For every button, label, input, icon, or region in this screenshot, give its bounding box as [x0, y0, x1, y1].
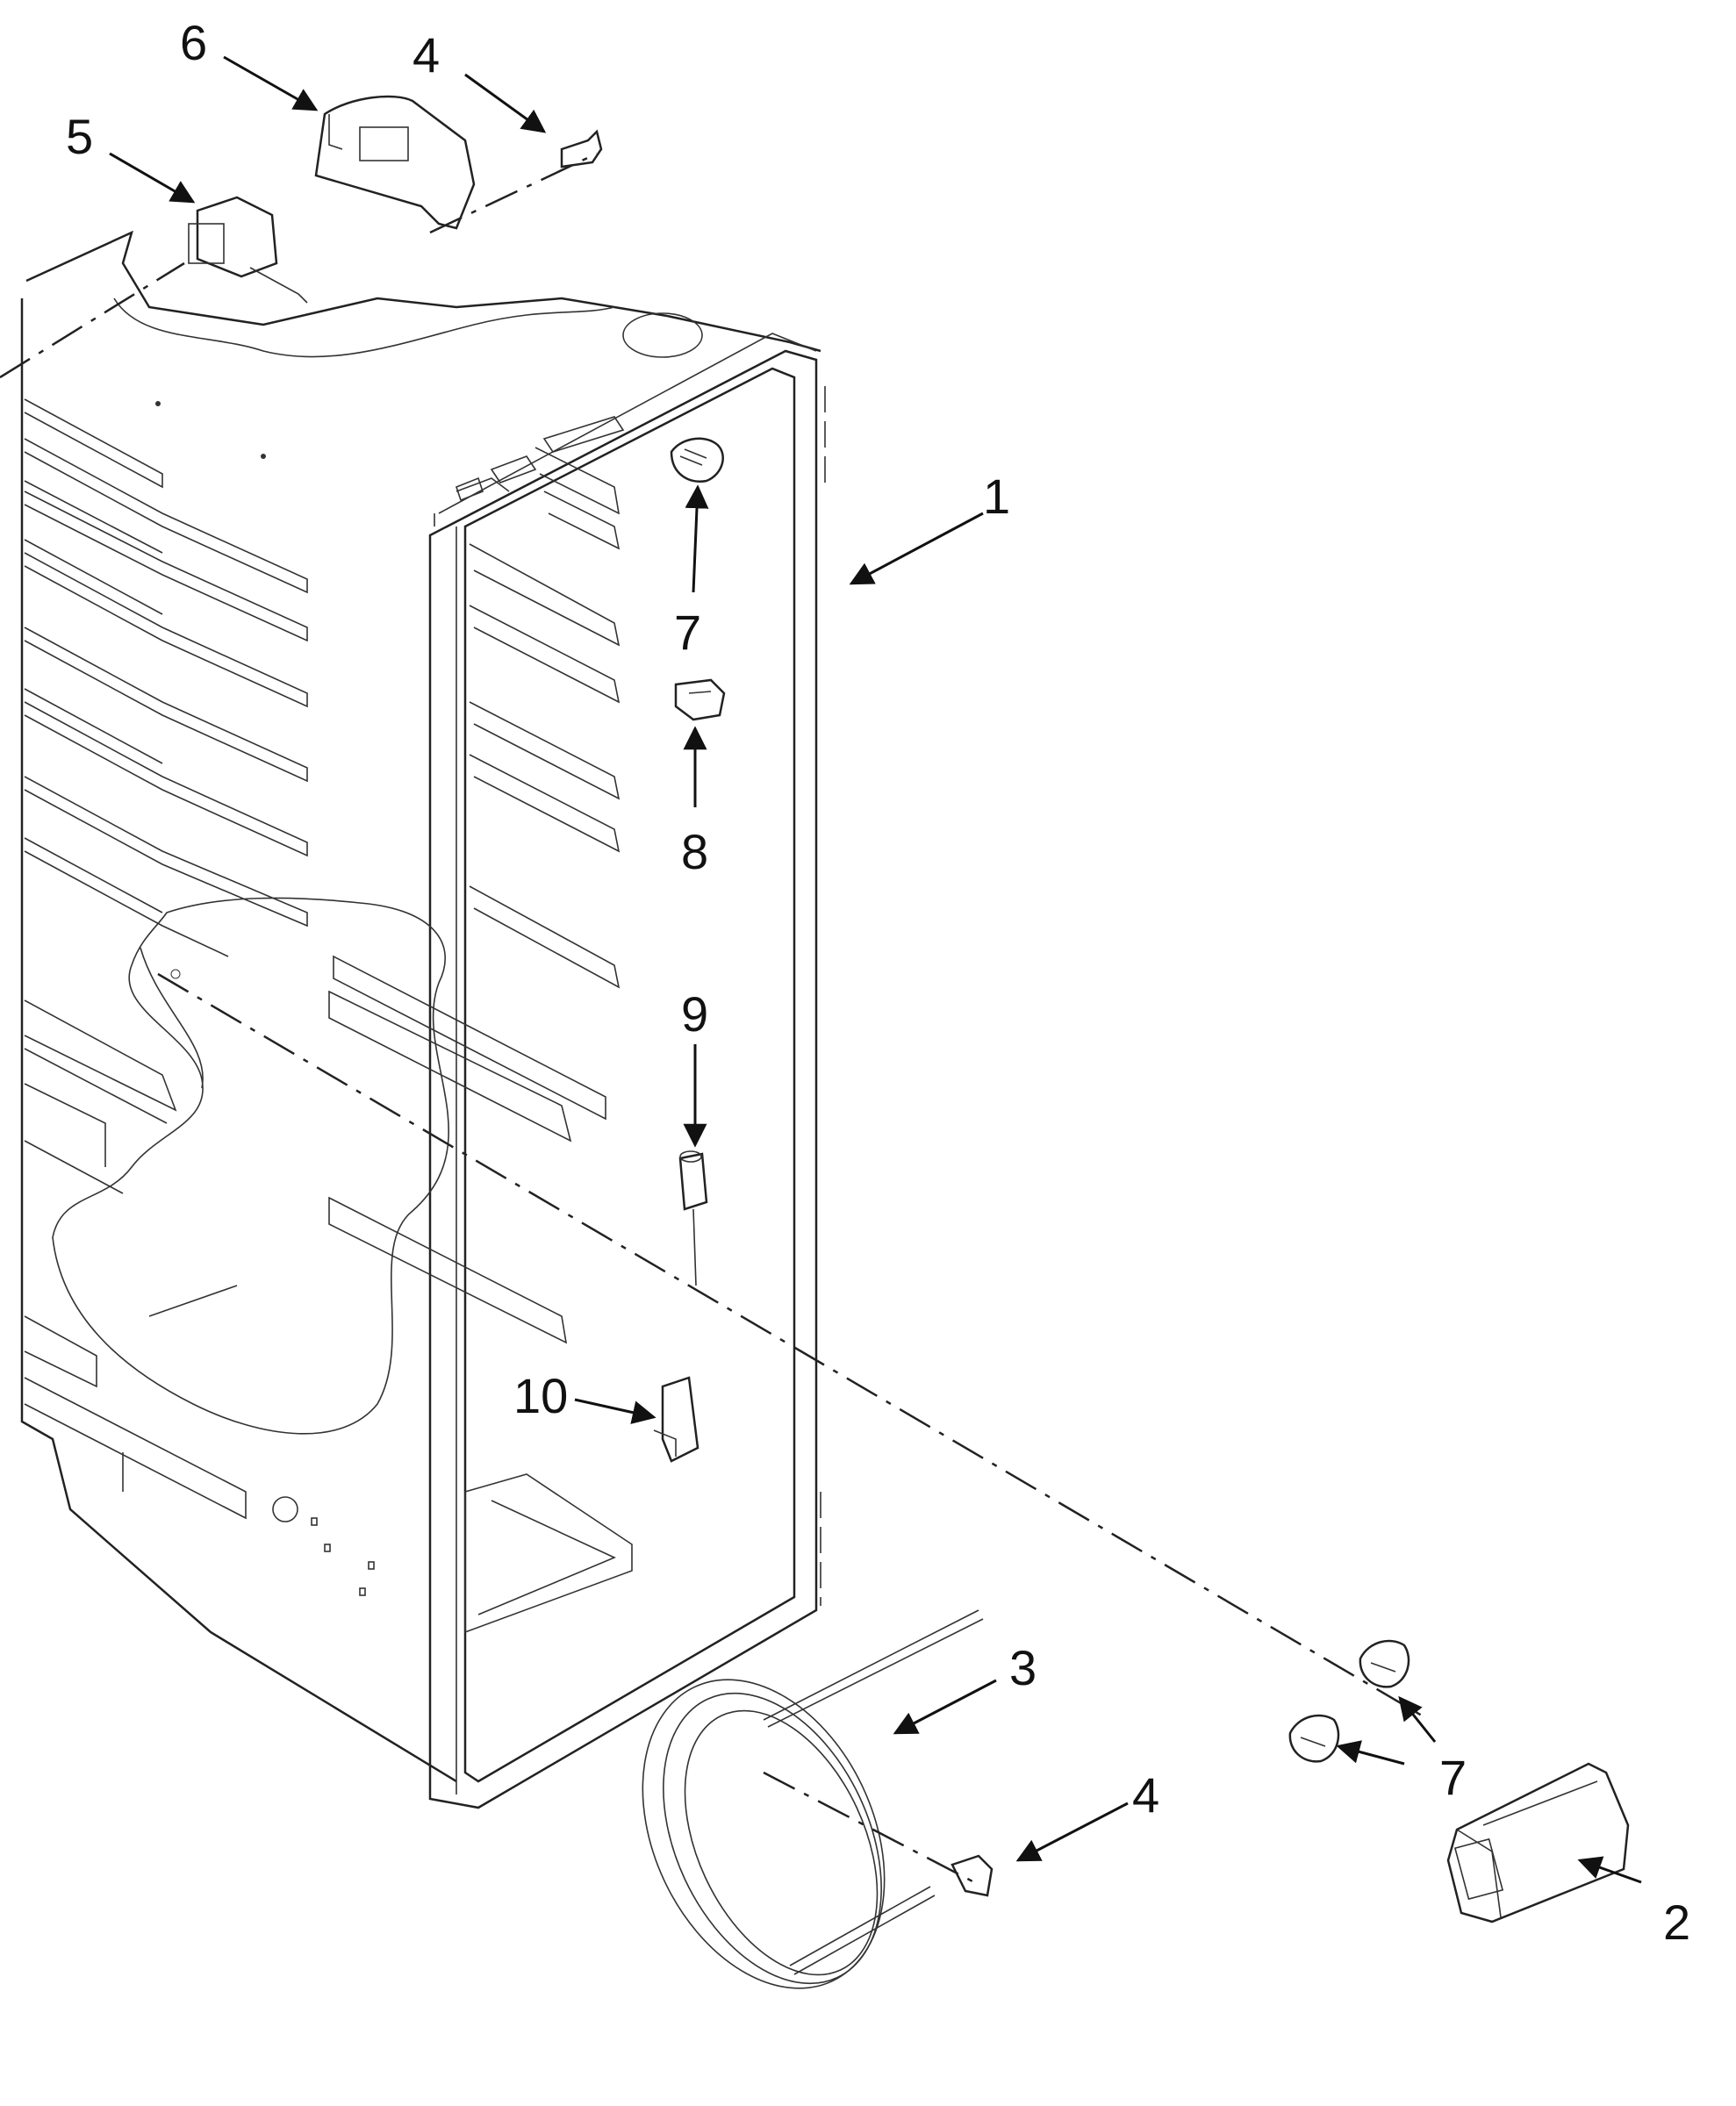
callout-4-top: 4 [412, 27, 440, 82]
tube-part-3 [642, 1609, 984, 1989]
clip-part-7-right-upper [1359, 1639, 1410, 1688]
callout-4-bottom: 4 [1132, 1767, 1159, 1823]
clip-part-7-top [670, 437, 724, 483]
bracket-part-6 [314, 95, 476, 230]
left-shelf-rails [24, 398, 308, 1520]
callout-2: 2 [1663, 1895, 1690, 1950]
transformer-part-5 [188, 196, 308, 304]
clip-part-7-right-lower [1288, 1714, 1340, 1763]
screw-part-4-top [560, 129, 603, 168]
callout-3: 3 [1009, 1640, 1037, 1695]
callout-10: 10 [513, 1368, 568, 1423]
callout-labels: 1 2 3 4 4 5 6 7 7 8 9 10 [66, 15, 1690, 1950]
callout-5: 5 [66, 109, 93, 164]
callout-1: 1 [983, 469, 1010, 524]
assembly-lines [0, 152, 1423, 1884]
liner-part-1 [20, 230, 826, 1809]
callout-6: 6 [180, 15, 207, 70]
callout-7-right: 7 [1439, 1750, 1467, 1805]
right-shelf-rails [328, 447, 621, 1344]
part-10-holder [653, 1376, 699, 1463]
callout-8: 8 [681, 824, 708, 879]
leader-arrows [109, 55, 1642, 1884]
callout-7-top: 7 [674, 605, 701, 660]
housing-part-2 [1446, 1762, 1630, 1923]
screw-part-4-bottom [950, 1854, 994, 1897]
part-9-sensor [678, 1150, 708, 1286]
callout-9: 9 [681, 986, 708, 1042]
part-8-clip [674, 678, 726, 721]
